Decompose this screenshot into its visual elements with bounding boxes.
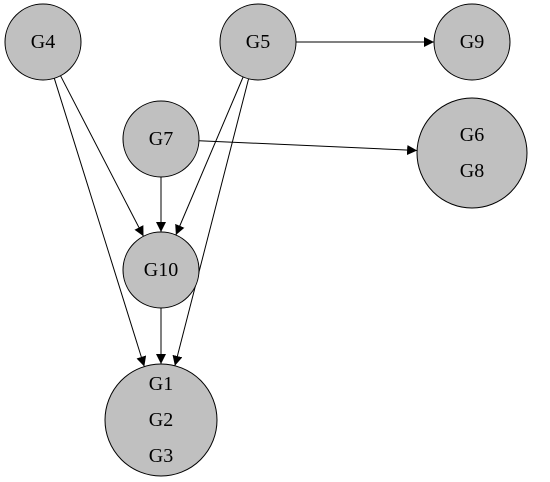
edge-line <box>175 76 244 236</box>
edge-g5-to-g1_g2_g3 <box>172 78 250 366</box>
node-label: G7 <box>149 128 173 150</box>
node-label: G9 <box>460 31 484 53</box>
node-circle <box>416 97 528 209</box>
edge-line <box>172 78 250 366</box>
node-label: G3 <box>149 445 173 467</box>
edge-g4-to-g1_g2_g3 <box>53 78 147 367</box>
node-label: G8 <box>460 160 484 182</box>
node-circle <box>122 100 200 178</box>
node-g5: G5 <box>219 3 297 81</box>
node-circle <box>122 231 200 309</box>
node-label: G1 <box>149 373 173 395</box>
edge-line <box>60 75 144 237</box>
edge-g7-to-g6_g8 <box>198 140 418 156</box>
node-label: G10 <box>144 259 178 281</box>
node-label: G2 <box>149 409 173 431</box>
edge-line <box>198 140 418 156</box>
edge-g4-to-g10 <box>60 75 144 237</box>
node-label: G4 <box>31 31 55 53</box>
edge-g5-to-g10 <box>175 76 244 236</box>
node-g10: G10 <box>122 231 200 309</box>
edges <box>53 37 434 367</box>
node-g9: G9 <box>433 3 511 81</box>
node-circle <box>4 3 82 81</box>
node-g4: G4 <box>4 3 82 81</box>
node-label: G6 <box>460 124 484 146</box>
node-circle <box>219 3 297 81</box>
node-label: G5 <box>246 31 270 53</box>
node-circle <box>104 363 218 477</box>
node-g7: G7 <box>122 100 200 178</box>
node-circle <box>433 3 511 81</box>
edge-line <box>53 78 147 367</box>
